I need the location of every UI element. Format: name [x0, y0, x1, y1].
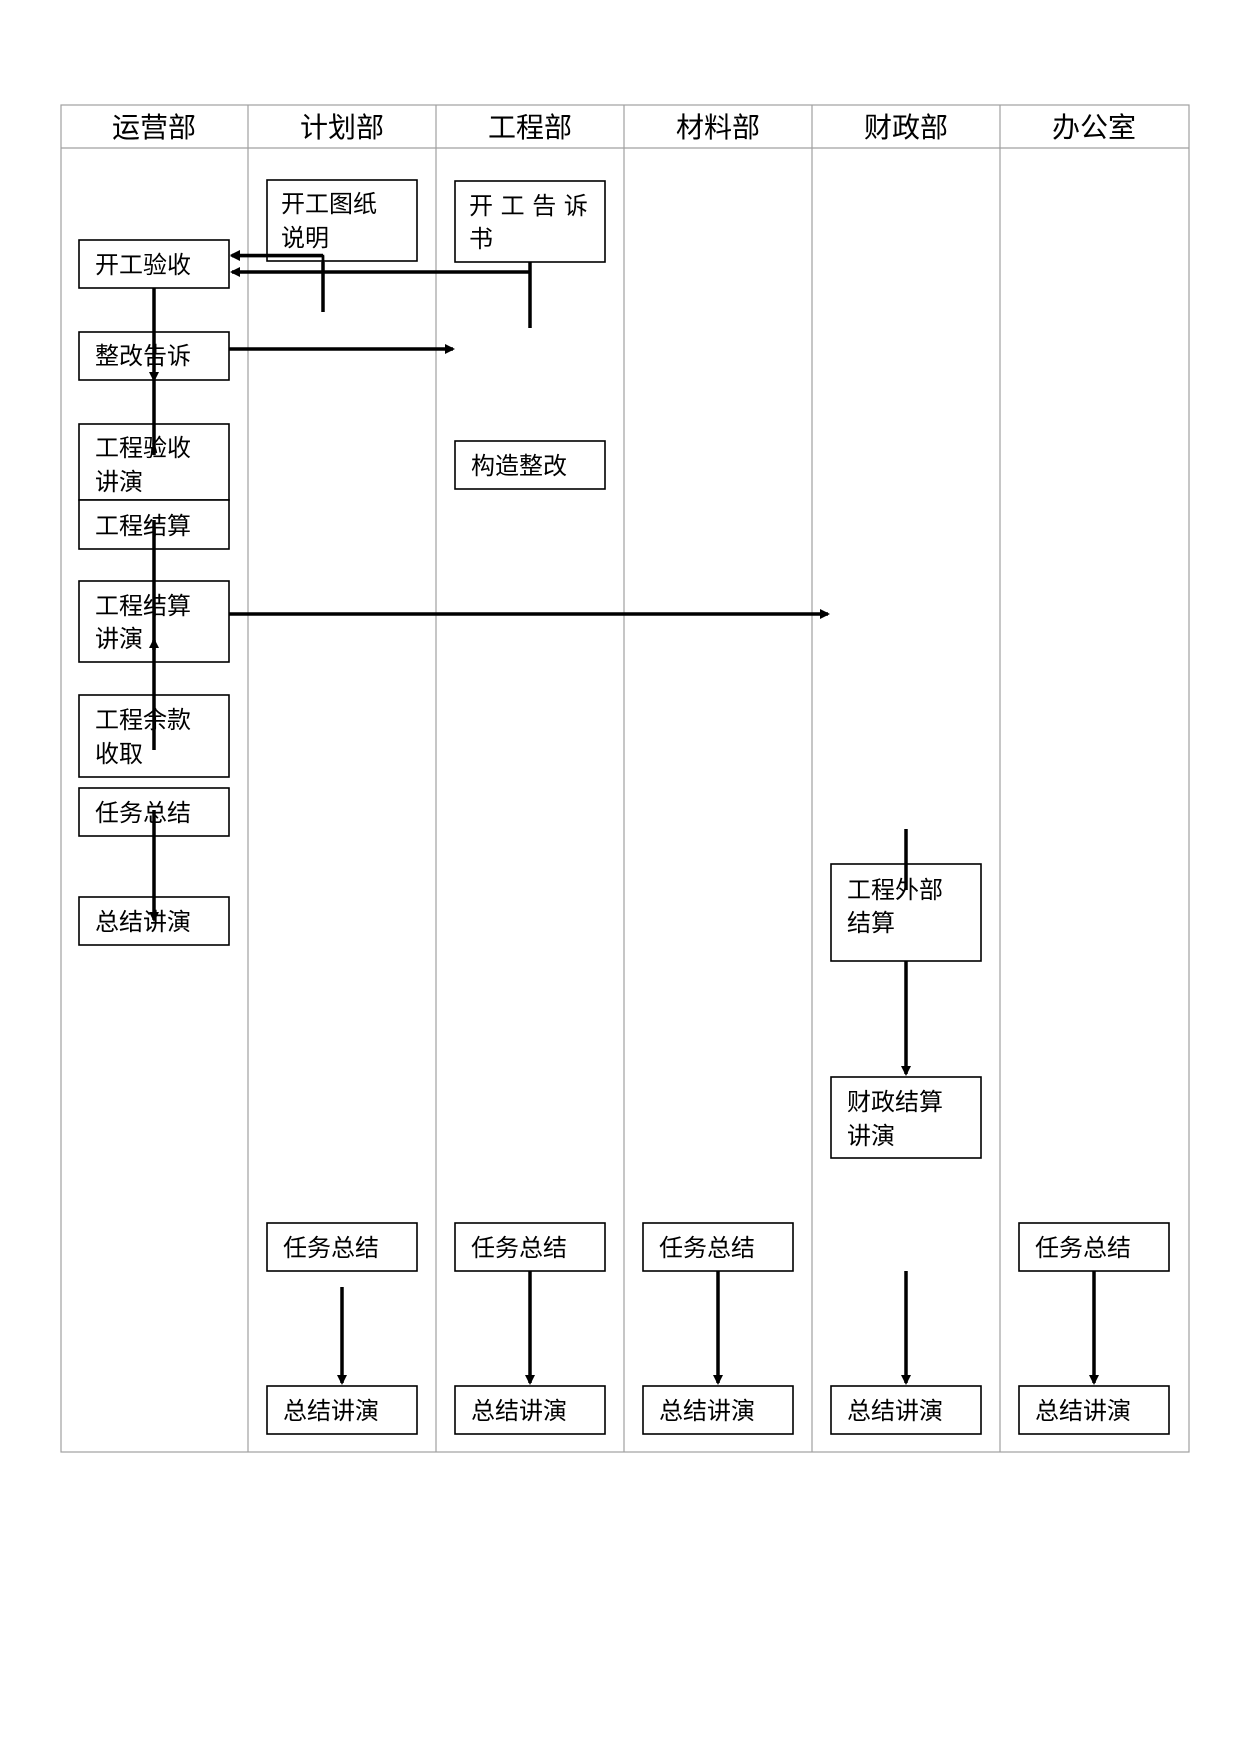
lane-label-eng: 工程部: [488, 111, 572, 144]
svg-text:说明: 说明: [281, 224, 329, 252]
svg-text:任务总结: 任务总结: [1035, 1234, 1131, 1262]
lane-label-ops: 运营部: [112, 111, 196, 144]
svg-text:总结讲演: 总结讲演: [283, 1397, 379, 1425]
svg-text:开 工 告 诉: 开 工 告 诉: [469, 192, 588, 220]
svg-text:结算: 结算: [847, 909, 895, 937]
svg-text:整改告诉: 整改告诉: [95, 342, 191, 370]
svg-text:工程余款: 工程余款: [95, 706, 191, 734]
box-office-sum: 总结讲演: [1018, 1385, 1170, 1435]
svg-text:总结讲演: 总结讲演: [471, 1397, 567, 1425]
box-office-task: 任务总结: [1018, 1222, 1170, 1272]
svg-text:任务总结: 任务总结: [659, 1234, 755, 1262]
svg-text:讲演: 讲演: [95, 468, 143, 496]
svg-text:总结讲演: 总结讲演: [1035, 1397, 1131, 1425]
box-mat-sum: 总结讲演: [642, 1385, 794, 1435]
box-ops-start-accept: 开工验收: [78, 239, 230, 289]
box-plan-drawing: 开工图纸 说明: [266, 179, 418, 262]
lane-label-mat: 材料部: [676, 111, 760, 144]
svg-text:任务总结: 任务总结: [95, 799, 191, 827]
svg-text:财政结算: 财政结算: [847, 1088, 943, 1116]
svg-text:工程结算: 工程结算: [95, 592, 191, 620]
lane-frame: [60, 104, 1190, 1453]
lane-label-office: 办公室: [1052, 111, 1136, 144]
svg-text:讲演: 讲演: [95, 625, 143, 653]
box-eng-task: 任务总结: [454, 1222, 606, 1272]
svg-text:开工验收: 开工验收: [95, 251, 191, 279]
box-mat-task: 任务总结: [642, 1222, 794, 1272]
svg-text:书: 书: [469, 225, 493, 253]
lane-label-plan: 计划部: [300, 111, 384, 144]
svg-text:工程验收: 工程验收: [95, 434, 191, 462]
svg-text:总结讲演: 总结讲演: [95, 908, 191, 936]
svg-text:讲演: 讲演: [847, 1122, 895, 1150]
box-eng-struct-fix: 构造整改: [454, 440, 606, 490]
box-eng-sum: 总结讲演: [454, 1385, 606, 1435]
box-plan-sum: 总结讲演: [266, 1385, 418, 1435]
svg-text:构造整改: 构造整改: [471, 452, 567, 480]
svg-text:总结讲演: 总结讲演: [847, 1397, 943, 1425]
svg-text:工程外部: 工程外部: [847, 876, 943, 904]
box-eng-notice: 开 工 告 诉 书: [454, 180, 606, 263]
box-plan-task: 任务总结: [266, 1222, 418, 1272]
svg-text:总结讲演: 总结讲演: [659, 1397, 755, 1425]
lane-label-fin: 财政部: [864, 111, 948, 144]
connectors: [149, 250, 1099, 1385]
lane-headers: 运营部 计划部 工程部 材料部 财政部 办公室: [112, 111, 1136, 144]
svg-text:工程结算: 工程结算: [95, 512, 191, 540]
svg-text:收取: 收取: [95, 740, 143, 768]
box-fin-sum: 总结讲演: [830, 1385, 982, 1435]
svg-text:任务总结: 任务总结: [471, 1234, 567, 1262]
svg-text:任务总结: 任务总结: [283, 1234, 379, 1262]
box-fin-report: 财政结算 讲演: [830, 1076, 982, 1159]
svg-text:开工图纸: 开工图纸: [281, 190, 377, 218]
